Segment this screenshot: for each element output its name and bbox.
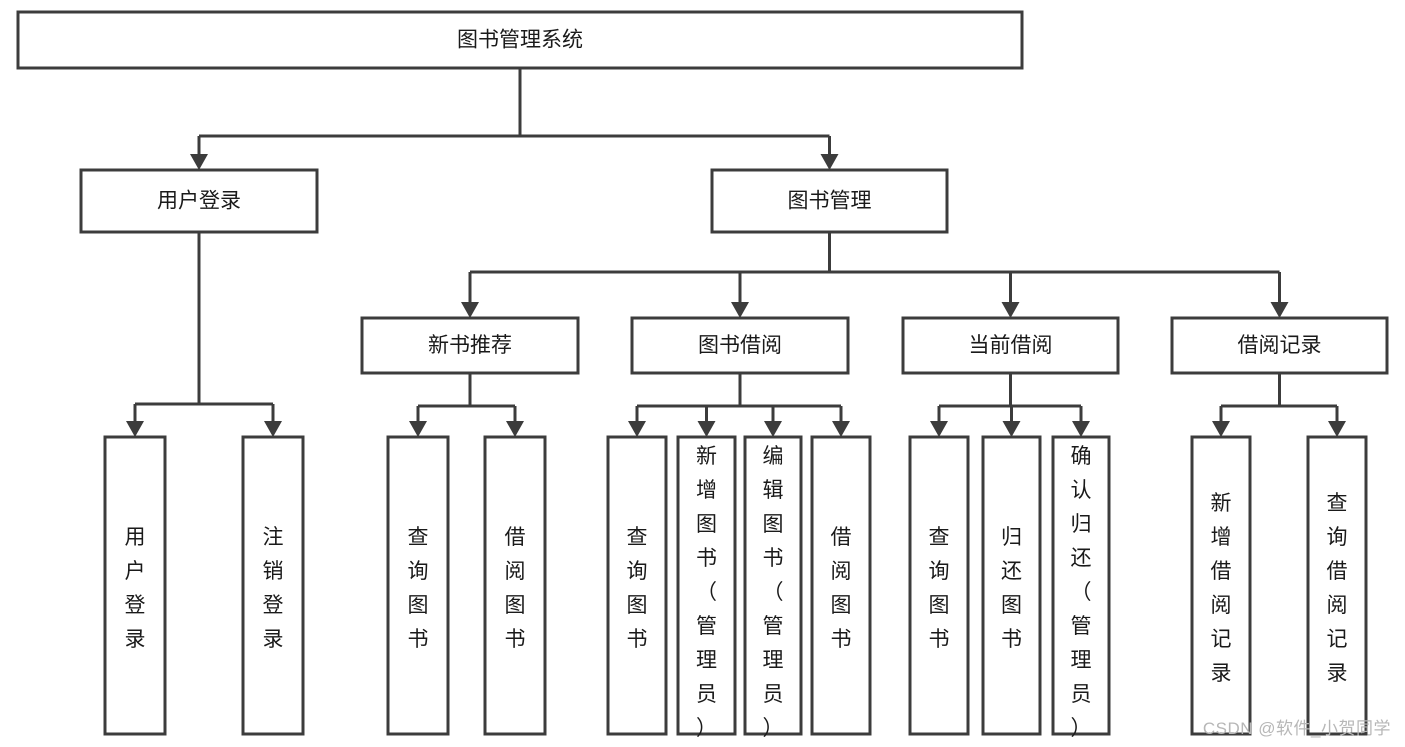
edge-group-root [190, 68, 839, 170]
node-label-leaf-borrow-book: 借阅图书 [831, 526, 852, 651]
node-leaf-user-logout[interactable]: 注销登录 [241, 435, 305, 736]
node-label-leaf-query-book-current: 查询图书 [929, 526, 950, 651]
arrow-head-icon [832, 421, 850, 437]
arrow-head-icon [1072, 421, 1090, 437]
node-label-book-management: 图书管理 [788, 190, 872, 213]
arrow-head-icon [1212, 421, 1230, 437]
node-box-current-borrow [901, 316, 1120, 375]
arrow-head-icon [697, 421, 716, 437]
node-box-book-management [710, 168, 949, 234]
node-book-borrow[interactable]: 图书借阅 [630, 316, 850, 375]
arrow-head-icon [1328, 421, 1346, 437]
node-label-leaf-borrow-book-rec: 借阅图书 [505, 526, 526, 651]
arrow-head-icon [506, 421, 524, 437]
node-box-leaf-query-book-rec [386, 435, 450, 736]
node-leaf-add-borrow-record[interactable]: 新增借阅记录 [1190, 435, 1252, 736]
node-box-leaf-edit-book-admin [743, 435, 803, 736]
node-box-book-borrow [630, 316, 850, 375]
node-label-leaf-confirm-return-admin: 确认归还（管理员） [1071, 445, 1092, 740]
edge-group-borrow-record [1212, 373, 1346, 437]
node-leaf-query-borrow-record[interactable]: 查询借阅记录 [1306, 435, 1368, 736]
node-box-borrow-record [1170, 316, 1389, 375]
node-label-root: 图书管理系统 [457, 29, 583, 52]
node-leaf-query-book-current[interactable]: 查询图书 [908, 435, 970, 736]
arrow-head-icon [930, 421, 948, 437]
node-box-user-login [79, 168, 319, 234]
edge-group-book-borrow [628, 373, 850, 437]
node-label-leaf-query-book-rec: 查询图书 [408, 526, 429, 651]
node-label-leaf-edit-book-admin: 编辑图书（管理员） [763, 445, 784, 740]
node-root[interactable]: 图书管理系统 [16, 10, 1024, 70]
node-label-leaf-user-login: 用户登录 [125, 526, 146, 651]
node-leaf-return-book[interactable]: 归还图书 [981, 435, 1042, 736]
node-box-root [16, 10, 1024, 70]
node-current-borrow[interactable]: 当前借阅 [901, 316, 1120, 375]
node-label-borrow-record: 借阅记录 [1238, 334, 1322, 357]
node-label-leaf-add-borrow-record: 新增借阅记录 [1211, 492, 1232, 685]
node-box-leaf-borrow-book-rec [483, 435, 547, 736]
node-leaf-confirm-return-admin[interactable]: 确认归还（管理员） [1051, 435, 1111, 740]
edge-group-book-management [461, 232, 1289, 318]
node-label-new-book-recommend: 新书推荐 [428, 334, 512, 357]
node-borrow-record[interactable]: 借阅记录 [1170, 316, 1389, 375]
node-leaf-add-book-admin[interactable]: 新增图书（管理员） [676, 435, 737, 740]
node-box-leaf-query-book-borrow [606, 435, 668, 736]
node-label-current-borrow: 当前借阅 [969, 334, 1053, 357]
arrow-head-icon [190, 154, 208, 170]
node-leaf-edit-book-admin[interactable]: 编辑图书（管理员） [743, 435, 803, 740]
arrow-head-icon [461, 302, 479, 318]
node-leaf-borrow-book[interactable]: 借阅图书 [810, 435, 872, 736]
arrow-head-icon [1001, 302, 1020, 318]
node-label-leaf-add-book-admin: 新增图书（管理员） [696, 445, 717, 740]
node-leaf-user-login[interactable]: 用户登录 [103, 435, 167, 736]
node-label-leaf-query-book-borrow: 查询图书 [627, 526, 648, 651]
arrow-head-icon [764, 421, 782, 437]
node-leaf-query-book-borrow[interactable]: 查询图书 [606, 435, 668, 736]
arrow-head-icon [820, 154, 839, 170]
node-label-user-login: 用户登录 [157, 190, 241, 213]
node-book-management[interactable]: 图书管理 [710, 168, 949, 234]
node-box-new-book-recommend [360, 316, 580, 375]
arrow-head-icon [628, 421, 646, 437]
node-label-leaf-user-logout: 注销登录 [263, 526, 284, 651]
node-box-leaf-query-book-current [908, 435, 970, 736]
node-box-leaf-user-login [103, 435, 167, 736]
arrow-head-icon [409, 421, 427, 437]
edges-layer [126, 68, 1346, 437]
arrow-head-icon [731, 302, 749, 318]
nodes-layer: 图书管理系统用户登录图书管理新书推荐图书借阅当前借阅借阅记录用户登录注销登录查询… [16, 10, 1389, 740]
node-box-leaf-add-borrow-record [1190, 435, 1252, 736]
node-leaf-borrow-book-rec[interactable]: 借阅图书 [483, 435, 547, 736]
edge-group-user-login [126, 232, 282, 437]
node-label-leaf-return-book: 归还图书 [1001, 526, 1022, 651]
node-label-book-borrow: 图书借阅 [698, 334, 782, 357]
arrow-head-icon [264, 421, 282, 437]
node-box-leaf-return-book [981, 435, 1042, 736]
arrow-head-icon [1002, 421, 1021, 437]
node-box-leaf-query-borrow-record [1306, 435, 1368, 736]
edge-group-current-borrow [930, 373, 1090, 437]
node-box-leaf-user-logout [241, 435, 305, 736]
node-user-login[interactable]: 用户登录 [79, 168, 319, 234]
arrow-head-icon [126, 421, 144, 437]
node-box-leaf-add-book-admin [676, 435, 737, 736]
node-box-leaf-borrow-book [810, 435, 872, 736]
node-leaf-query-book-rec[interactable]: 查询图书 [386, 435, 450, 736]
node-label-leaf-query-borrow-record: 查询借阅记录 [1327, 492, 1348, 685]
node-box-leaf-confirm-return-admin [1051, 435, 1111, 736]
node-new-book-recommend[interactable]: 新书推荐 [360, 316, 580, 375]
arrow-head-icon [1270, 302, 1289, 318]
edge-group-new-book-recommend [409, 373, 524, 437]
